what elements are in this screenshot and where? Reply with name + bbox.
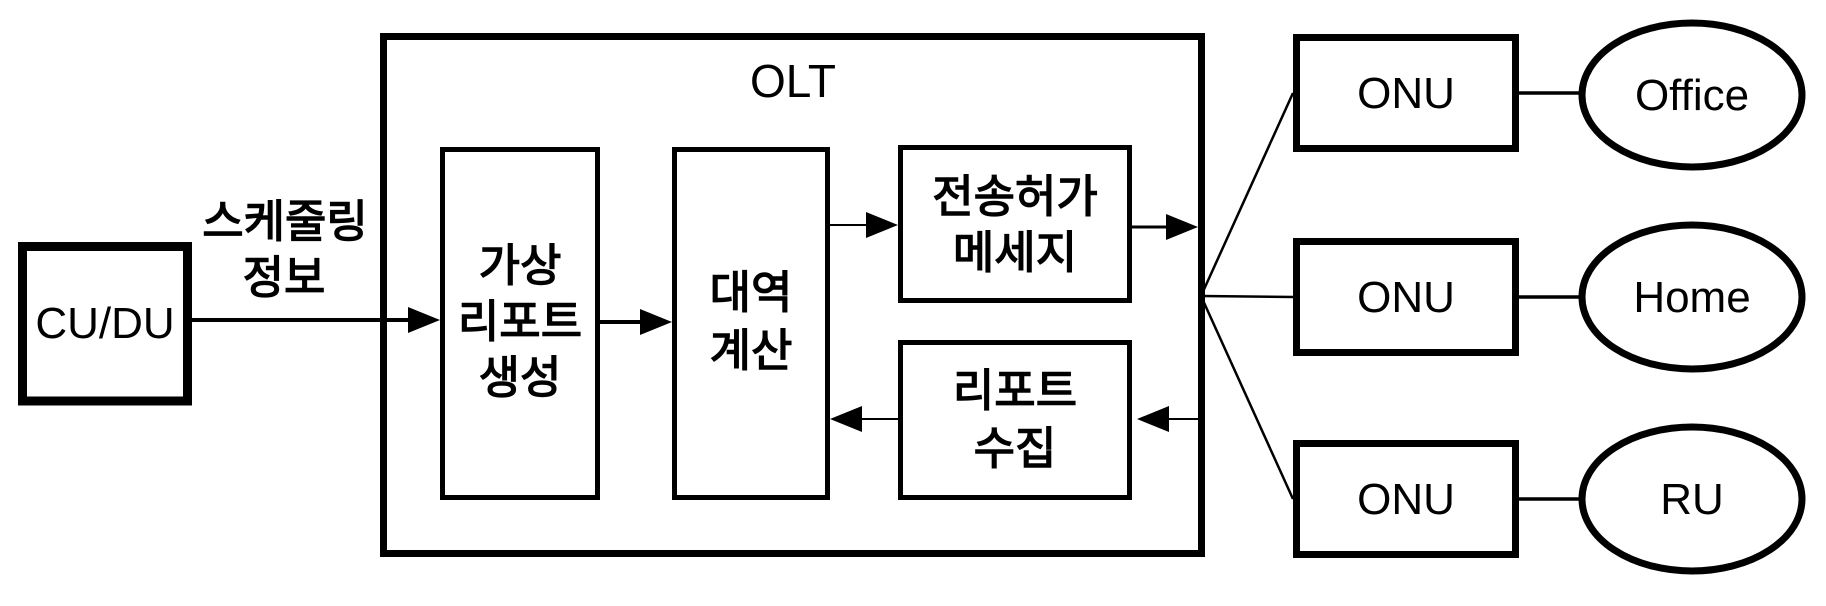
onu-box-3	[1293, 440, 1519, 558]
ru-ellipse	[1578, 423, 1806, 575]
cu-du-box	[18, 242, 192, 406]
splitter-line-to-onu3	[1199, 295, 1295, 500]
arrow-splitter-to-report-collect-head	[1137, 406, 1169, 432]
virtual-report-box	[440, 147, 600, 500]
onu-box-1	[1293, 34, 1519, 152]
home-ellipse	[1578, 221, 1806, 373]
virtual-report-label-line3: 생성	[479, 352, 562, 403]
arrow-cudu-to-virtual-report-head	[408, 307, 440, 333]
office-ellipse	[1578, 19, 1806, 171]
bandwidth-calc-box	[672, 147, 830, 500]
report-collect-label-line2: 수집	[974, 423, 1057, 474]
report-collect-label-line1: 리포트	[953, 365, 1077, 416]
report-collect-box	[898, 340, 1132, 500]
splitter-line-to-onu2	[1200, 294, 1294, 299]
arrow-report-collect-to-bandwidth-head	[830, 406, 862, 432]
arrow-bandwidth-to-grant-head	[866, 212, 898, 238]
bandwidth-calc-label-line1: 대역	[710, 267, 793, 318]
home-label: Home	[1633, 273, 1750, 322]
ru-label: RU	[1660, 475, 1724, 524]
grant-message-label-line2: 메세지	[953, 227, 1077, 278]
bandwidth-calc-label-line2: 계산	[710, 325, 793, 376]
arrow-virtual-report-to-bandwidth-head	[640, 309, 672, 335]
onu-label-2: ONU	[1357, 273, 1455, 322]
olt-title: OLT	[750, 55, 836, 107]
office-label: Office	[1635, 71, 1749, 120]
onu-label-3: ONU	[1357, 475, 1455, 524]
virtual-report-label-line2: 리포트	[458, 296, 582, 347]
onu-box-2	[1293, 238, 1519, 356]
scheduling-info-label-line1: 스케줄링	[202, 196, 368, 247]
virtual-report-label-line1: 가상	[479, 240, 562, 291]
cu-du-label: CU/DU	[35, 299, 174, 348]
splitter-line-to-onu1	[1199, 92, 1295, 297]
grant-message-label-line1: 전송허가	[932, 171, 1098, 222]
scheduling-info-label-line2: 정보	[243, 252, 326, 303]
grant-message-box	[898, 145, 1132, 303]
arrow-grant-to-splitter-head	[1166, 214, 1198, 240]
onu-label-1: ONU	[1357, 69, 1455, 118]
